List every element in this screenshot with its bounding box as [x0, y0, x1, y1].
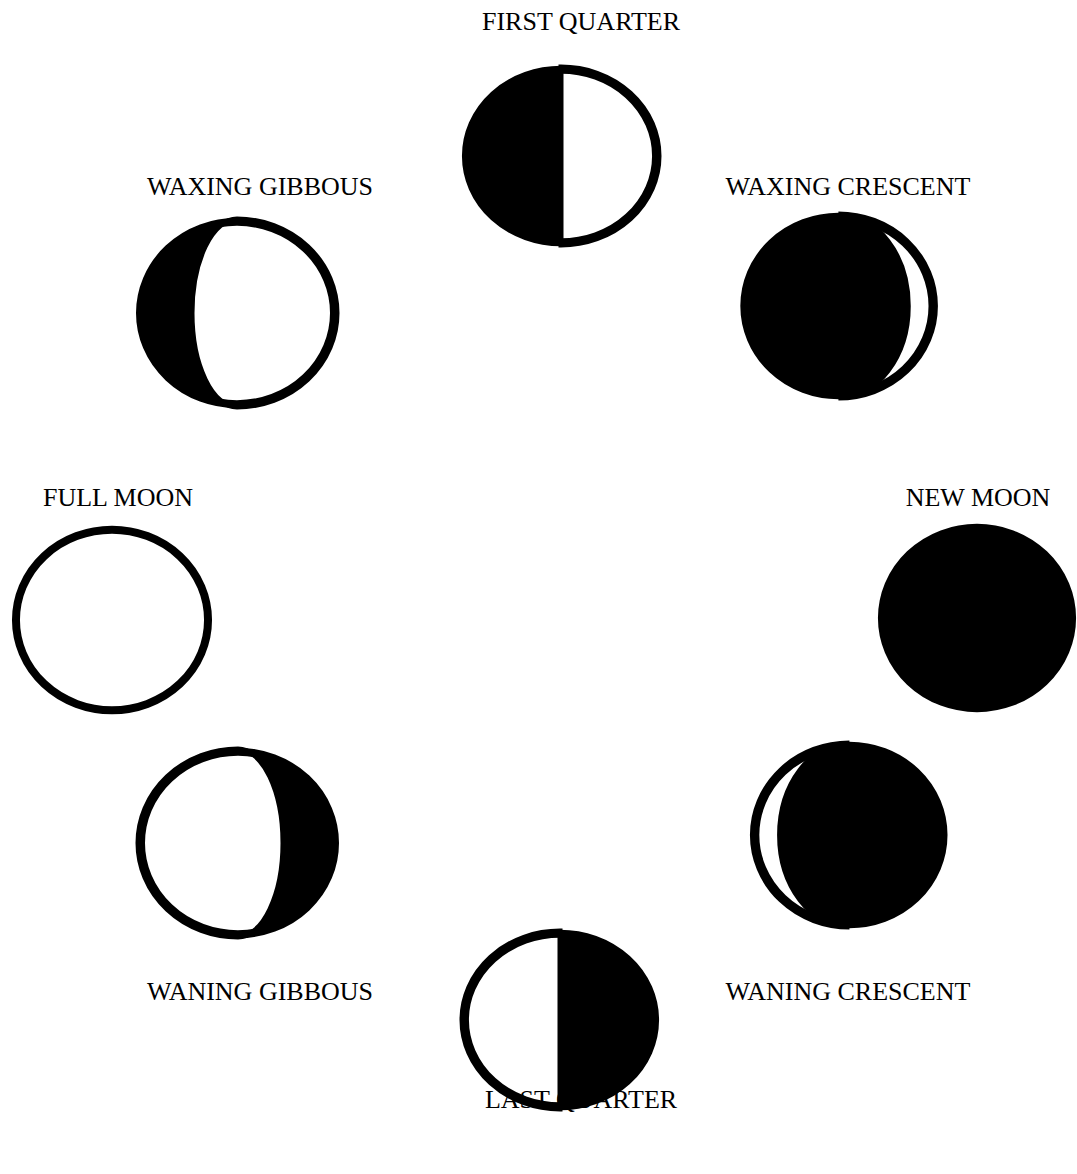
- moon-outline: [16, 530, 208, 710]
- moon-icon: [720, 170, 977, 404]
- moon-lit: [192, 219, 337, 407]
- moon-outline: [140, 222, 334, 404]
- phase-label: WANING CRESCENT: [726, 977, 971, 1007]
- phase-label: WANING GIBBOUS: [147, 977, 373, 1007]
- moon-drawing: [462, 931, 658, 1109]
- moon-phase: WANING CRESCENT: [720, 737, 977, 1009]
- moon-outline: [466, 70, 656, 243]
- moon-dark: [879, 525, 1075, 711]
- moon-outline: [744, 217, 932, 395]
- moon-phase: LAST QUARTER: [456, 925, 683, 1117]
- moon-dark: [752, 743, 946, 927]
- moon-phase: WAXING GIBBOUS: [131, 170, 379, 413]
- moon-lit: [462, 931, 560, 1109]
- moon-icon: [131, 170, 379, 413]
- moon-lit: [138, 749, 283, 937]
- moon-phase: NEW MOON: [873, 481, 1077, 717]
- moon-drawing: [13, 527, 211, 713]
- moon-drawing: [752, 743, 946, 927]
- moon-drawing: [137, 219, 337, 407]
- moon-dark: [138, 749, 338, 937]
- phase-label: LAST QUARTER: [485, 1085, 677, 1115]
- phase-label: WAXING CRESCENT: [726, 172, 971, 202]
- moon-icon: [132, 743, 379, 1009]
- moon-lit: [752, 743, 849, 927]
- moon-icon: [720, 737, 977, 1009]
- moon-outline: [465, 934, 655, 1107]
- phase-label: FIRST QUARTER: [482, 7, 680, 37]
- moon-lit: [838, 214, 935, 398]
- moon-outline: [882, 528, 1072, 708]
- moon-dark: [462, 931, 658, 1109]
- moon-phase: FIRST QUARTER: [457, 5, 686, 251]
- phase-label: NEW MOON: [906, 483, 1051, 513]
- moon-icon: [7, 481, 217, 719]
- phase-label: WAXING GIBBOUS: [147, 172, 373, 202]
- moon-icon: [873, 481, 1077, 717]
- phase-label: FULL MOON: [43, 483, 193, 513]
- moon-drawing: [741, 214, 935, 398]
- moon-drawing: [879, 525, 1075, 711]
- moon-drawing: [138, 749, 338, 937]
- moon-drawing: [463, 67, 659, 245]
- moon-outline: [755, 746, 943, 924]
- moon-dark: [463, 67, 659, 245]
- moon-lit: [561, 67, 659, 245]
- moon-lit: [13, 527, 211, 713]
- moon-phase: WANING GIBBOUS: [132, 743, 379, 1009]
- moon-dark: [741, 214, 935, 398]
- moon-phase: FULL MOON: [7, 481, 217, 719]
- moon-dark: [137, 219, 337, 407]
- moon-icon: [457, 5, 686, 251]
- moon-outline: [141, 752, 335, 934]
- moon-phase: WAXING CRESCENT: [720, 170, 977, 404]
